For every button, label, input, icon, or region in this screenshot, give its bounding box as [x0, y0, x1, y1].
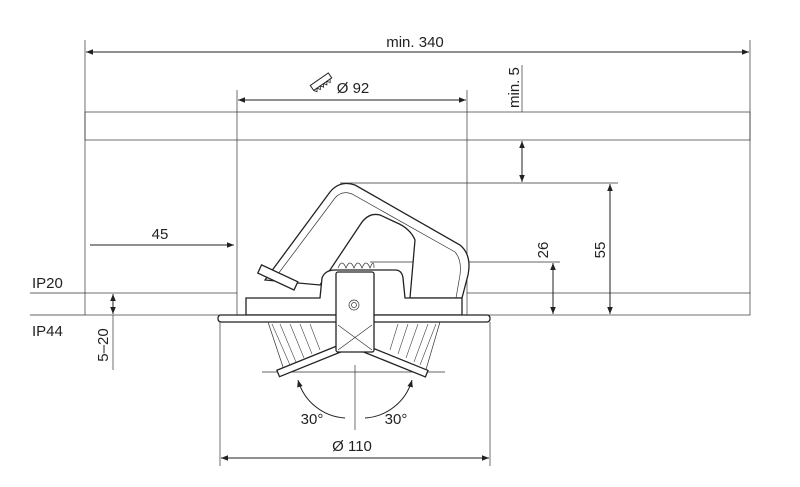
- dim-height-total: 55: [592, 242, 609, 259]
- ip-rating-above: IP20: [32, 275, 63, 292]
- dim-height-small: 26: [535, 242, 552, 259]
- dim-cutout: Ø 92: [337, 80, 370, 97]
- downlight-fixture: [217, 182, 491, 378]
- dim-total-width: min. 340: [386, 34, 444, 51]
- dim-ceiling-gap: min. 5: [506, 67, 523, 108]
- dim-ceiling-thickness: 5–20: [95, 328, 112, 361]
- tilt-right-angle: 30°: [385, 411, 408, 428]
- saw-icon: [309, 72, 333, 93]
- dim-side-clearance: 45: [152, 226, 169, 243]
- ip-rating-below: IP44: [32, 323, 63, 340]
- extension-lines: [30, 40, 751, 466]
- dim-flange-diameter: Ø 110: [332, 438, 372, 455]
- upper-ceiling: [84, 111, 751, 141]
- dimension-lines: [86, 49, 749, 461]
- tilt-left-angle: 30°: [301, 411, 324, 428]
